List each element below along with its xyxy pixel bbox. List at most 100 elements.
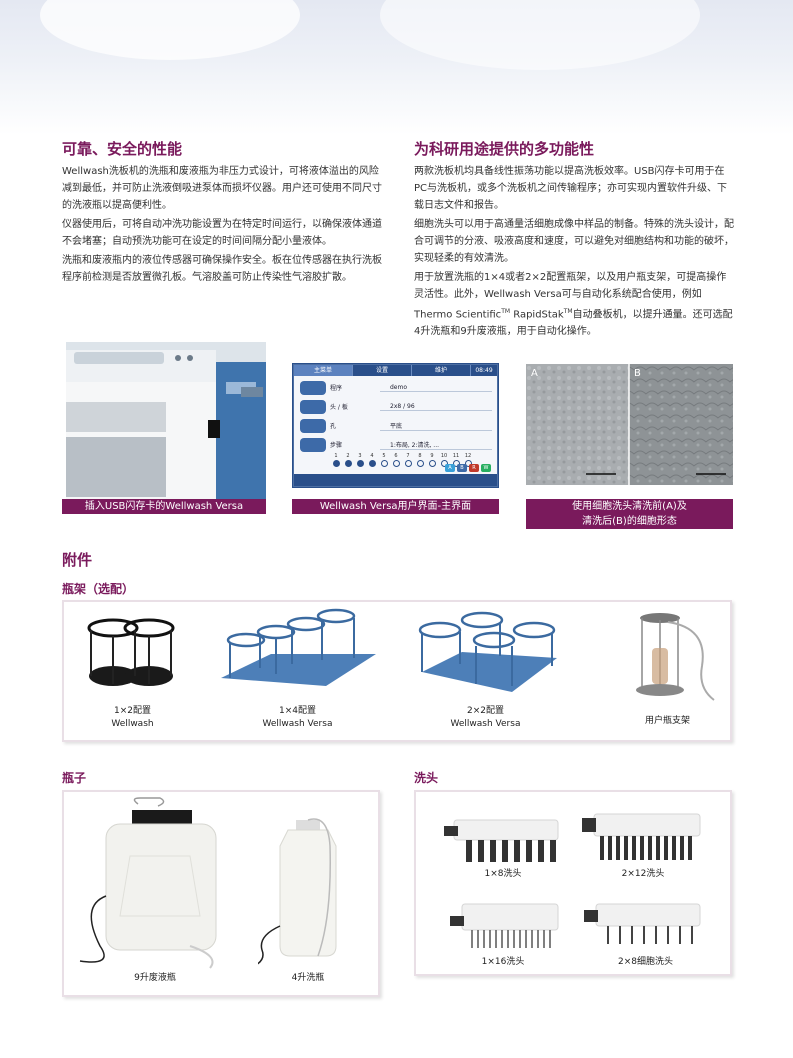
ui-column-11[interactable]: 11	[450, 453, 462, 467]
cell-label-before: A	[531, 368, 538, 379]
ui-column-number: 7	[406, 453, 410, 459]
ui-button-b[interactable]: B	[457, 464, 467, 472]
rack-2x2-label: 2×2配置 Wellwash Versa	[450, 706, 521, 729]
ui-column-dot	[428, 460, 436, 467]
waste-bottle-9l-illustration	[79, 797, 217, 969]
ui-tab-maintenance[interactable]: 维护	[412, 365, 471, 376]
ui-button-a[interactable]: A	[445, 464, 455, 472]
ui-column-dot	[440, 460, 448, 467]
instrument-illustration	[66, 342, 266, 499]
ui-column-number: 1	[334, 453, 338, 459]
versatility-paragraph: 细胞洗头可以用于高通量活细胞成像中样品的制备。特殊的洗头设计，配合可调节的分液、…	[414, 219, 734, 264]
program-icon	[300, 380, 326, 395]
ui-column-dot	[356, 460, 364, 467]
reliability-text: Wellwash洗板机的洗瓶和废液瓶为非压力式设计，可将液体溢出的风险减到最低，…	[62, 163, 382, 286]
ui-column-number: 11	[452, 453, 460, 459]
head-2x12-illustration	[582, 813, 701, 860]
head-1x8-illustration	[444, 819, 559, 862]
ui-tab-main[interactable]: 主菜单	[294, 365, 353, 376]
ui-column-dot	[416, 460, 424, 467]
ui-column-dot	[452, 460, 460, 467]
ui-row-steps[interactable]: 步骤 1:布局, 2:清洗, ...	[300, 436, 492, 453]
ui-column-dot	[332, 460, 340, 467]
waste-bottle-label: 9升废液瓶	[134, 973, 176, 983]
user-bottle-holder-illustration	[636, 613, 715, 701]
ui-tab-bar: 主菜单 设置 维护 08:49	[294, 365, 497, 376]
racks-title: 瓶架（选配）	[62, 582, 135, 596]
accessories-title: 附件	[62, 551, 93, 569]
reliability-paragraph: 仪器使用后，可将自动冲洗功能设置为在特定时间运行，以确保液体通道不会堵塞；自动预…	[62, 219, 382, 247]
ui-column-5[interactable]: 5	[378, 453, 390, 467]
ui-row-program[interactable]: 程序 demo	[300, 379, 492, 396]
ui-tab-settings[interactable]: 设置	[353, 365, 412, 376]
ui-row-head-plate[interactable]: 头 / 板 2x8 / 96	[300, 398, 492, 415]
ui-button-r[interactable]: R	[469, 464, 479, 472]
cell-morphology-photo: A B	[526, 364, 733, 485]
head-1x16-illustration	[450, 903, 559, 948]
usb-instrument-photo	[66, 342, 266, 499]
plate-icon	[300, 399, 326, 414]
usb-caption: 插入USB闪存卡的Wellwash Versa	[62, 499, 266, 514]
user-bottle-holder-label: 用户瓶支架	[644, 716, 690, 726]
ui-column-number: 5	[382, 453, 386, 459]
head-2x12-label: 2×12洗头	[621, 869, 665, 879]
rack-1x4-illustration	[221, 608, 376, 686]
ui-button-w[interactable]: W	[481, 464, 491, 472]
well-icon	[300, 418, 326, 433]
wash-bottle-label: 4升洗瓶	[291, 973, 325, 983]
head-1x8-label: 1×8洗头	[484, 869, 522, 879]
ui-column-9[interactable]: 9	[426, 453, 438, 467]
ui-column-number: 8	[418, 453, 422, 459]
ui-column-dot	[392, 460, 400, 467]
heads-title: 洗头	[414, 771, 439, 785]
ui-column-7[interactable]: 7	[402, 453, 414, 467]
versatility-text: 两款洗板机均具备线性振荡功能以提高洗板效率。USB闪存卡可用于在PC与洗板机，或…	[414, 163, 736, 340]
versatility-paragraph: 用于放置洗瓶的1×4或者2×2配置瓶架，以及用户瓶支架，可提高操作灵活性。此外，…	[414, 272, 733, 338]
ui-column-6[interactable]: 6	[390, 453, 402, 467]
ui-column-number: 10	[440, 453, 448, 459]
ui-column-10[interactable]: 10	[438, 453, 450, 467]
ui-column-number: 4	[370, 453, 374, 459]
reliability-paragraph: Wellwash洗板机的洗瓶和废液瓶为非压力式设计，可将液体溢出的风险减到最低，…	[62, 166, 382, 211]
versatility-title: 为科研用途提供的多功能性	[414, 140, 595, 158]
ui-screen: 主菜单 设置 维护 08:49 程序 demo 头 / 板 2x8 / 96 孔…	[293, 364, 498, 487]
ui-column-number: 6	[394, 453, 398, 459]
cell-label-after: B	[634, 368, 641, 379]
ui-column-number: 12	[464, 453, 472, 459]
ui-row-wells[interactable]: 孔 平底	[300, 417, 492, 434]
ui-column-3[interactable]: 3	[354, 453, 366, 467]
reliability-title: 可靠、安全的性能	[62, 140, 183, 158]
head-2x8-cell-illustration	[584, 903, 701, 944]
ui-column-4[interactable]: 4	[366, 453, 378, 467]
versatility-paragraph: 两款洗板机均具备线性振荡功能以提高洗板效率。USB闪存卡可用于在PC与洗板机，或…	[414, 166, 728, 211]
wash-bottle-4l-illustration	[258, 818, 337, 965]
ui-column-number: 3	[358, 453, 362, 459]
ui-column-dot	[380, 460, 388, 467]
steps-icon	[300, 437, 326, 452]
head-1x16-label: 1×16洗头	[481, 957, 525, 967]
ui-column-dot	[368, 460, 376, 467]
ui-column-2[interactable]: 2	[342, 453, 354, 467]
ui-bottom-bar	[294, 474, 497, 486]
ui-column-number: 9	[430, 453, 434, 459]
rack-2x2-illustration	[418, 611, 557, 692]
header-band	[0, 0, 793, 135]
head-2x8-cell-label: 2×8细胞洗头	[618, 957, 673, 967]
ui-column-dot	[344, 460, 352, 467]
rack-1x2-illustration	[87, 618, 175, 686]
cells-caption: 使用细胞洗头清洗前(A)及 清洗后(B)的细胞形态	[526, 499, 733, 529]
ui-clock: 08:49	[475, 367, 493, 374]
ui-column-8[interactable]: 8	[414, 453, 426, 467]
reliability-paragraph: 洗瓶和废液瓶内的液位传感器可确保操作安全。板在位传感器在执行洗板程序前检测是否放…	[62, 255, 382, 283]
ui-column-12[interactable]: 12	[462, 453, 474, 467]
rack-1x2-label: 1×2配置 Wellwash	[111, 706, 154, 729]
ui-column-number: 2	[346, 453, 350, 459]
ui-column-1[interactable]: 1	[330, 453, 342, 467]
racks-box	[62, 600, 732, 742]
ui-column-dot	[464, 460, 472, 467]
bottles-title: 瓶子	[62, 771, 87, 785]
rack-1x4-label: 1×4配置 Wellwash Versa	[262, 706, 333, 729]
microscopy-image	[526, 364, 733, 485]
